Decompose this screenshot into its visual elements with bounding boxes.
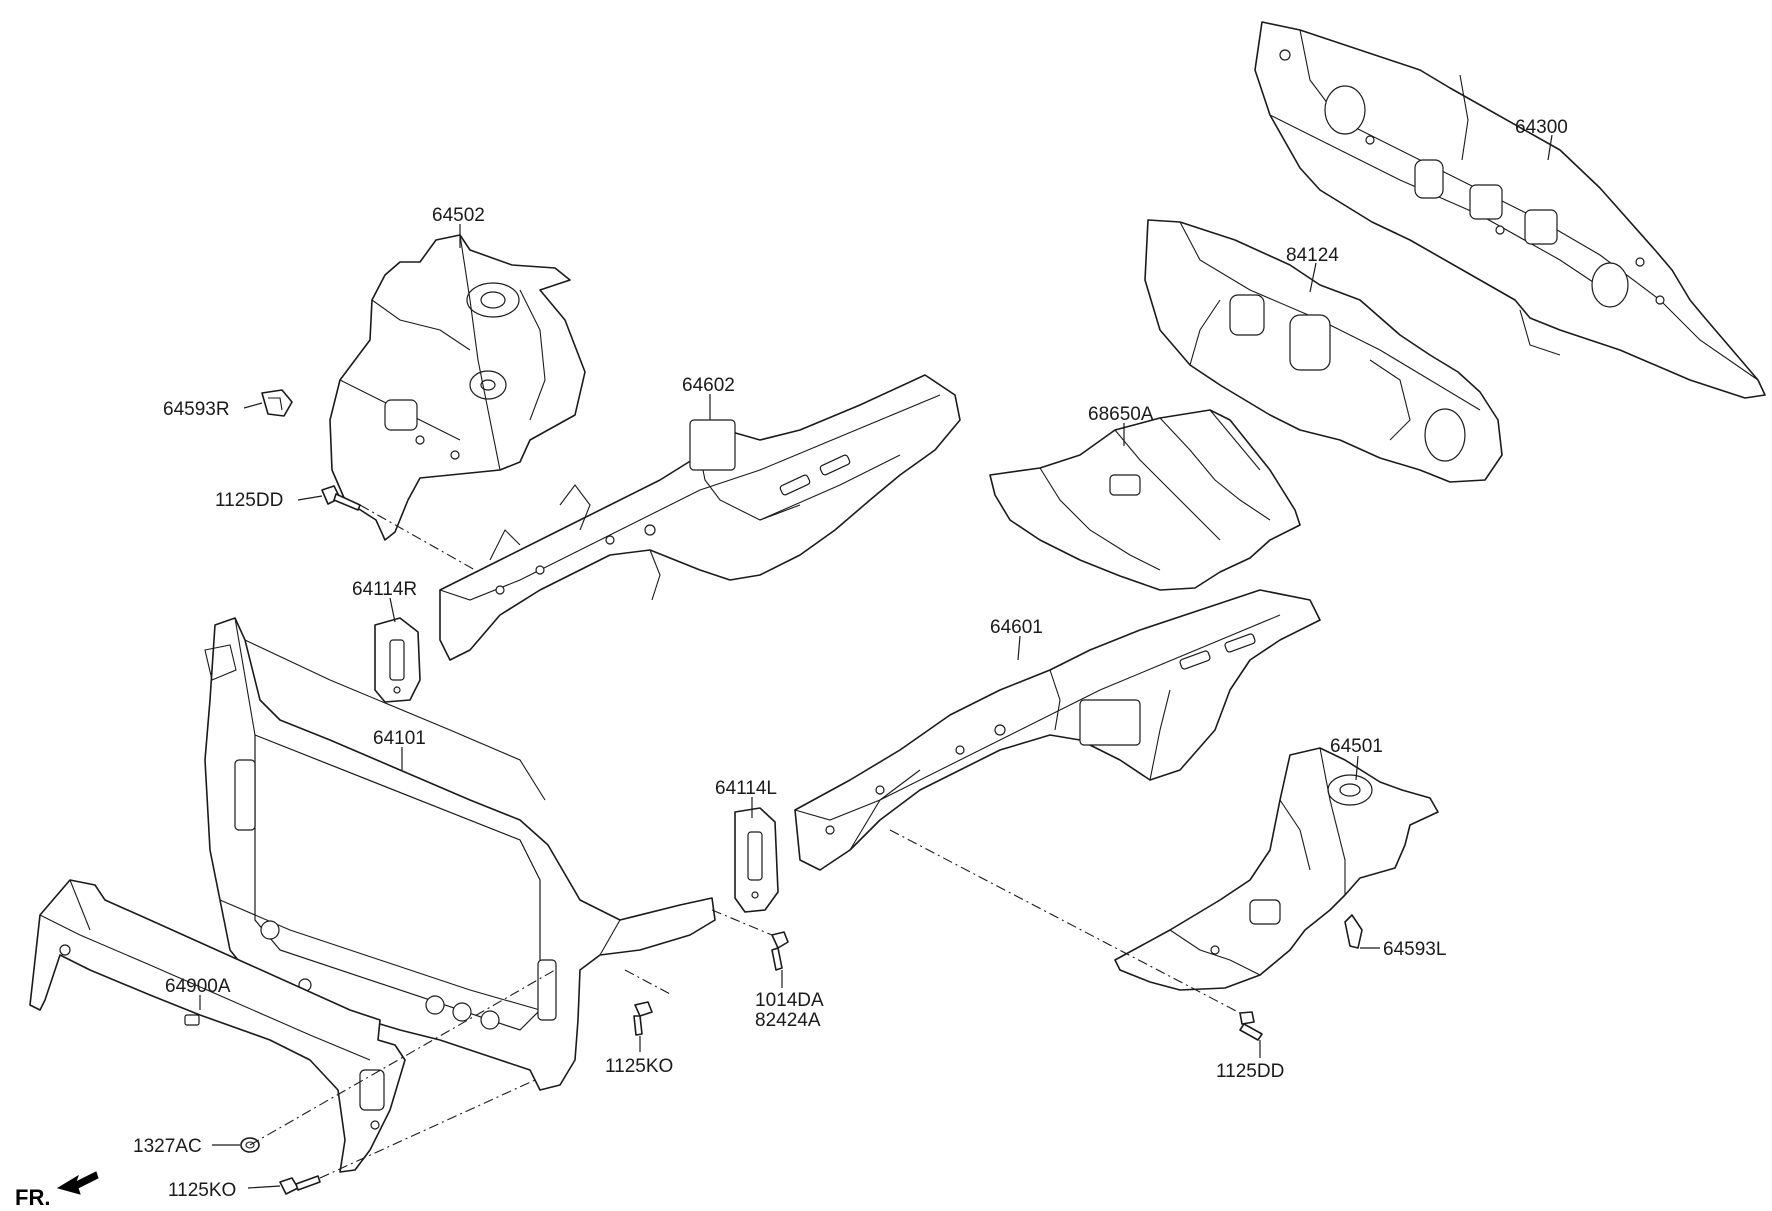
callout-1014da[interactable]: 1014DA: [755, 990, 824, 1011]
bolt-1125dd-top[interactable]: [321, 485, 361, 511]
callout-82424a[interactable]: 82424A: [755, 1010, 821, 1031]
callout-1125ko-mid[interactable]: 1125KO: [605, 1056, 673, 1077]
bolt-1125ko-bottom[interactable]: [279, 1175, 321, 1195]
bolt-1125ko-mid[interactable]: [633, 1001, 653, 1036]
part-64593r-bracket[interactable]: [261, 389, 293, 417]
callout-64114l[interactable]: 64114L: [715, 778, 777, 799]
callout-1125dd-top[interactable]: 1125DD: [215, 490, 283, 511]
front-arrow-icon: [56, 1171, 99, 1195]
assembly-lines: [249, 504, 1241, 1179]
callout-1125dd-bottom[interactable]: 1125DD: [1216, 1061, 1284, 1082]
callout-64502[interactable]: 64502: [432, 205, 485, 226]
fr-label: FR.: [15, 1185, 50, 1210]
callout-1327ac[interactable]: 1327AC: [133, 1136, 202, 1157]
callout-64101[interactable]: 64101: [373, 728, 426, 749]
callout-64602[interactable]: 64602: [682, 375, 735, 396]
leader-lines: [199, 134, 1553, 1189]
part-64502-fender-apron-rh[interactable]: [329, 234, 586, 541]
part-64114l-reinforcement[interactable]: [734, 807, 779, 913]
part-64300-dash-panel[interactable]: [1254, 21, 1766, 399]
callout-1125ko-bottom[interactable]: 1125KO: [168, 1180, 236, 1201]
part-68650a-cover[interactable]: [989, 409, 1301, 591]
callout-84124[interactable]: 84124: [1286, 245, 1339, 266]
part-64114r-reinforcement[interactable]: [374, 617, 421, 703]
part-64593l-bracket[interactable]: [1344, 914, 1363, 949]
bolt-1014da[interactable]: [771, 931, 789, 971]
callout-64601[interactable]: 64601: [990, 617, 1043, 638]
part-64602-front-side-member-rh[interactable]: [439, 374, 961, 661]
part-64900a-bumper-beam[interactable]: [29, 879, 406, 1173]
part-64501-fender-apron-lh[interactable]: [1114, 747, 1439, 991]
callout-64593l[interactable]: 64593L: [1383, 939, 1446, 960]
front-orientation-marker: FR.: [15, 1171, 99, 1210]
callout-64501[interactable]: 64501: [1330, 736, 1383, 757]
callout-64300[interactable]: 64300: [1515, 117, 1568, 138]
part-64601-front-side-member-lh[interactable]: [794, 589, 1321, 871]
callout-64593r[interactable]: 64593R: [163, 399, 230, 420]
callout-68650a[interactable]: 68650A: [1088, 404, 1154, 425]
part-64101-front-end-carrier[interactable]: [204, 617, 716, 1091]
bolt-1125dd-bottom[interactable]: [1239, 1011, 1263, 1041]
callout-64900a[interactable]: 64900A: [165, 976, 231, 997]
callout-64114r[interactable]: 64114R: [352, 579, 417, 600]
callout-labels: 64300 84124 64502 64602 68650A 64593R 11…: [133, 117, 1568, 1201]
part-84124-dash-insulator[interactable]: [1144, 219, 1503, 483]
